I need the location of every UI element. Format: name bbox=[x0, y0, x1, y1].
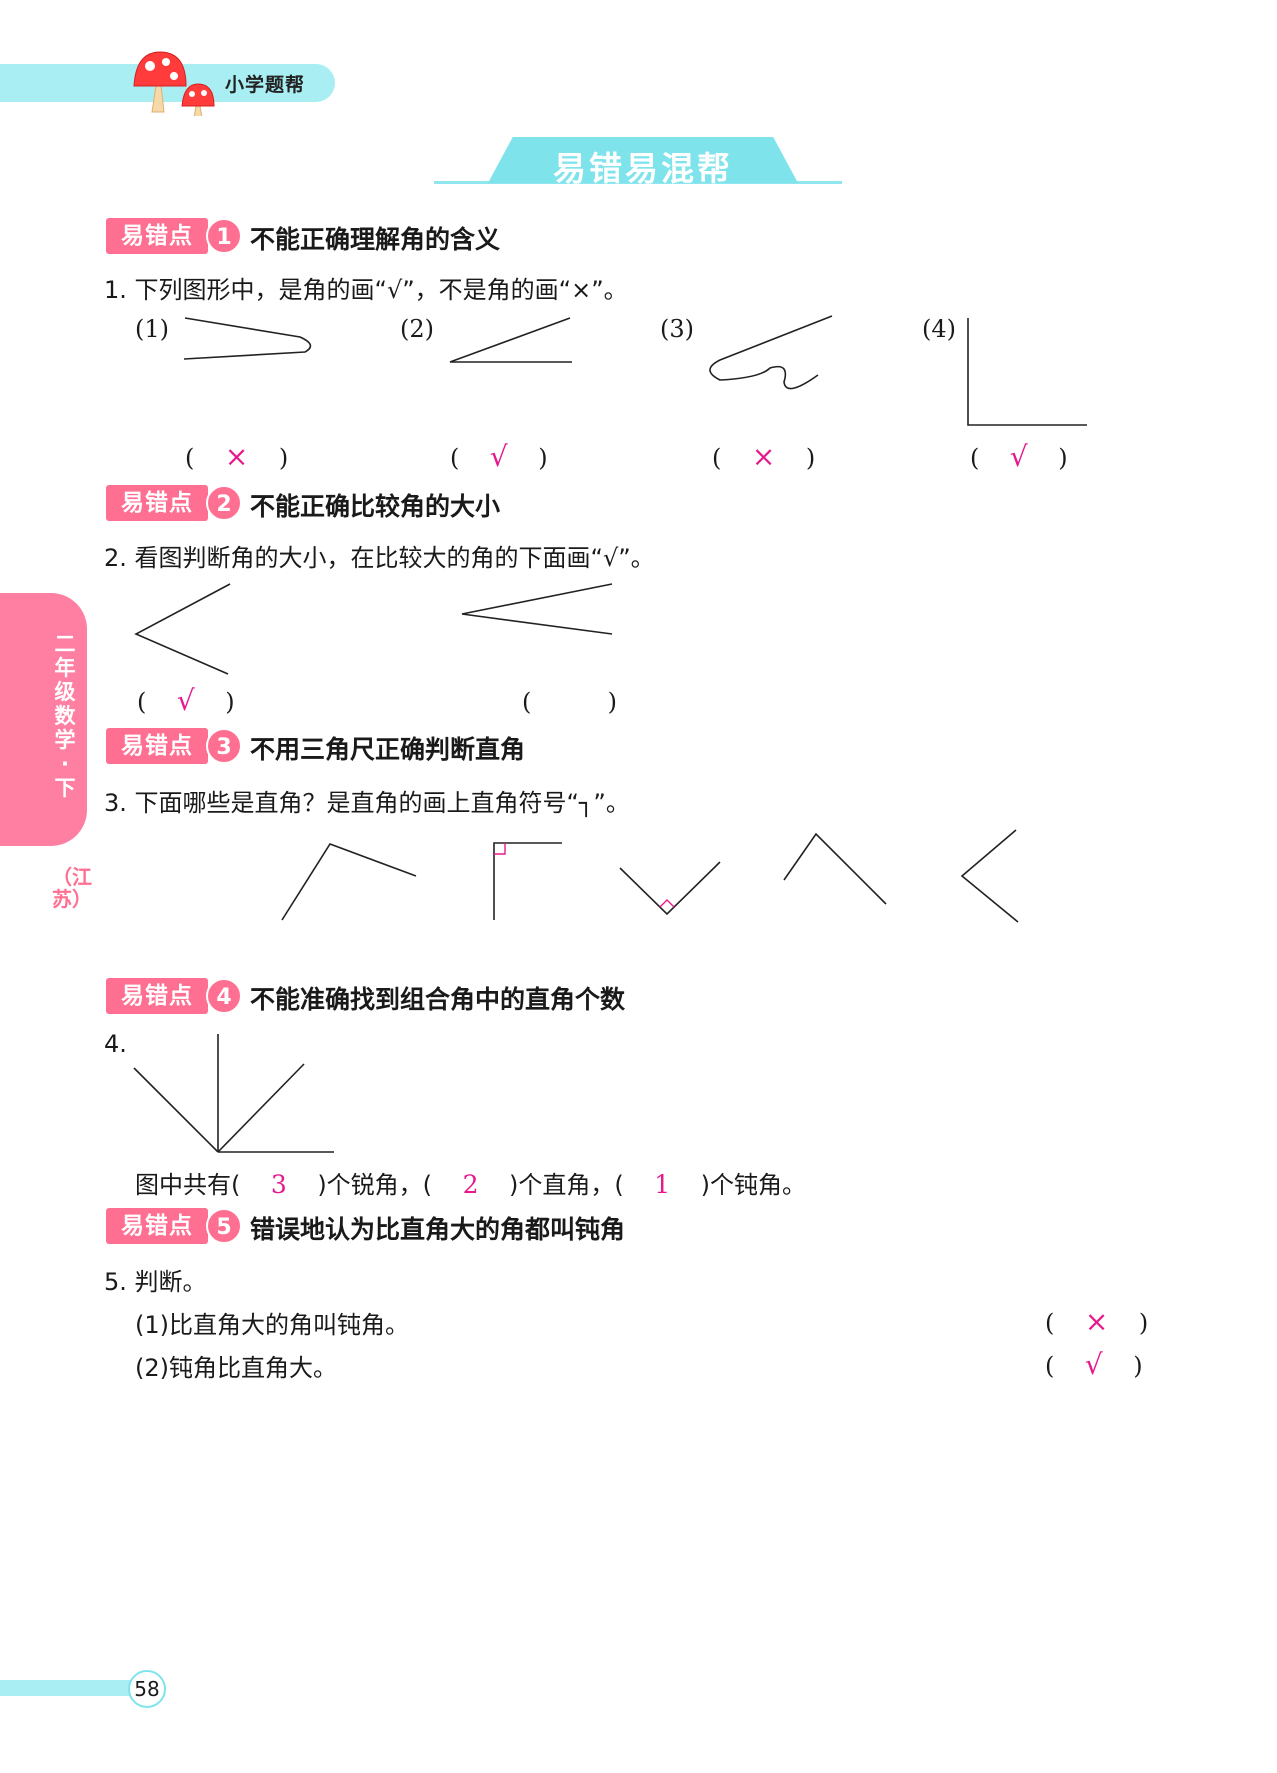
question-1-text: 1. 下列图形中，是角的画“√”，不是角的画“×”。 bbox=[104, 276, 628, 304]
tag-title: 不能准确找到组合角中的直角个数 bbox=[250, 985, 626, 1014]
question-3-text: 3. 下面哪些是直角？是直角的画上直角符号“┐”。 bbox=[104, 789, 630, 817]
q5-item-2: (2)钝角比直角大。 bbox=[135, 1354, 337, 1382]
q1-answer-1: ( × ) bbox=[185, 440, 289, 473]
brand-name: 小学题帮 bbox=[225, 74, 306, 96]
q1-label-1: (1) bbox=[135, 315, 169, 343]
tag-number: 1 bbox=[206, 218, 242, 254]
mushroom-logo-icon bbox=[133, 51, 215, 116]
tag-title: 不能正确理解角的含义 bbox=[250, 225, 501, 254]
tag-title: 不能正确比较角的大小 bbox=[250, 492, 501, 521]
q1-figure-1 bbox=[183, 317, 312, 360]
tag-label: 易错点 bbox=[106, 485, 208, 521]
q3-angle-3-right bbox=[619, 861, 721, 916]
q1-figure-2 bbox=[449, 317, 572, 363]
q1-label-4: (4) bbox=[922, 315, 956, 343]
q2-angle-large bbox=[134, 583, 231, 675]
page-number: 58 bbox=[128, 1670, 166, 1708]
q5-item-1: (1)比直角大的角叫钝角。 bbox=[135, 1311, 409, 1339]
side-tab bbox=[0, 593, 87, 846]
tag-title: 错误地认为比直角大的角都叫钝角 bbox=[250, 1215, 626, 1244]
tag-label: 易错点 bbox=[106, 1208, 208, 1244]
q2-answer-2: ( ) bbox=[522, 688, 618, 716]
tag-label: 易错点 bbox=[106, 978, 208, 1014]
q2-angle-small bbox=[461, 583, 613, 635]
section-title: 易错易混帮 bbox=[553, 149, 733, 188]
question-4-number: 4. bbox=[104, 1030, 127, 1058]
q3-angle-2-right bbox=[493, 842, 562, 920]
q4-combined-angle bbox=[133, 1034, 334, 1153]
question-5-text: 5. 判断。 bbox=[104, 1268, 207, 1296]
q2-answer-1: ( √ ) bbox=[137, 684, 235, 717]
q1-answer-4: ( √ ) bbox=[970, 440, 1068, 473]
footer-band bbox=[0, 1680, 140, 1696]
tag-number: 2 bbox=[206, 485, 242, 521]
tag-title: 不用三角尺正确判断直角 bbox=[250, 735, 526, 764]
q1-figure-4 bbox=[967, 318, 1087, 426]
acute-count: 3 bbox=[270, 1170, 287, 1199]
section-banner bbox=[488, 137, 798, 183]
side-grade-label: 二年级数学·下 bbox=[54, 632, 76, 800]
q1-answer-3: ( × ) bbox=[712, 440, 816, 473]
q1-label-3: (3) bbox=[660, 315, 694, 343]
q5-answer-1: ( × ) bbox=[1045, 1305, 1149, 1338]
obtuse-count: 1 bbox=[654, 1170, 671, 1199]
question-2-text: 2. 看图判断角的大小，在比较大的角的下面画“√”。 bbox=[104, 544, 655, 572]
q3-angle-1 bbox=[281, 843, 417, 921]
q1-answer-2: ( √ ) bbox=[450, 440, 548, 473]
q1-figure-3 bbox=[709, 315, 833, 390]
q1-label-2: (2) bbox=[400, 315, 434, 343]
tag-number: 3 bbox=[206, 728, 242, 764]
right-count: 2 bbox=[462, 1170, 479, 1199]
question-4-sentence: 图中共有( 3 )个锐角，( 2 )个直角，( 1 )个钝角。 bbox=[135, 1170, 807, 1199]
tag-number: 5 bbox=[206, 1208, 242, 1244]
tag-label: 易错点 bbox=[106, 728, 208, 764]
q3-angle-5 bbox=[960, 829, 1019, 923]
q5-answer-2: ( √ ) bbox=[1045, 1348, 1143, 1381]
tag-label: 易错点 bbox=[106, 218, 208, 254]
tag-number: 4 bbox=[206, 978, 242, 1014]
q3-angle-4 bbox=[783, 832, 887, 905]
